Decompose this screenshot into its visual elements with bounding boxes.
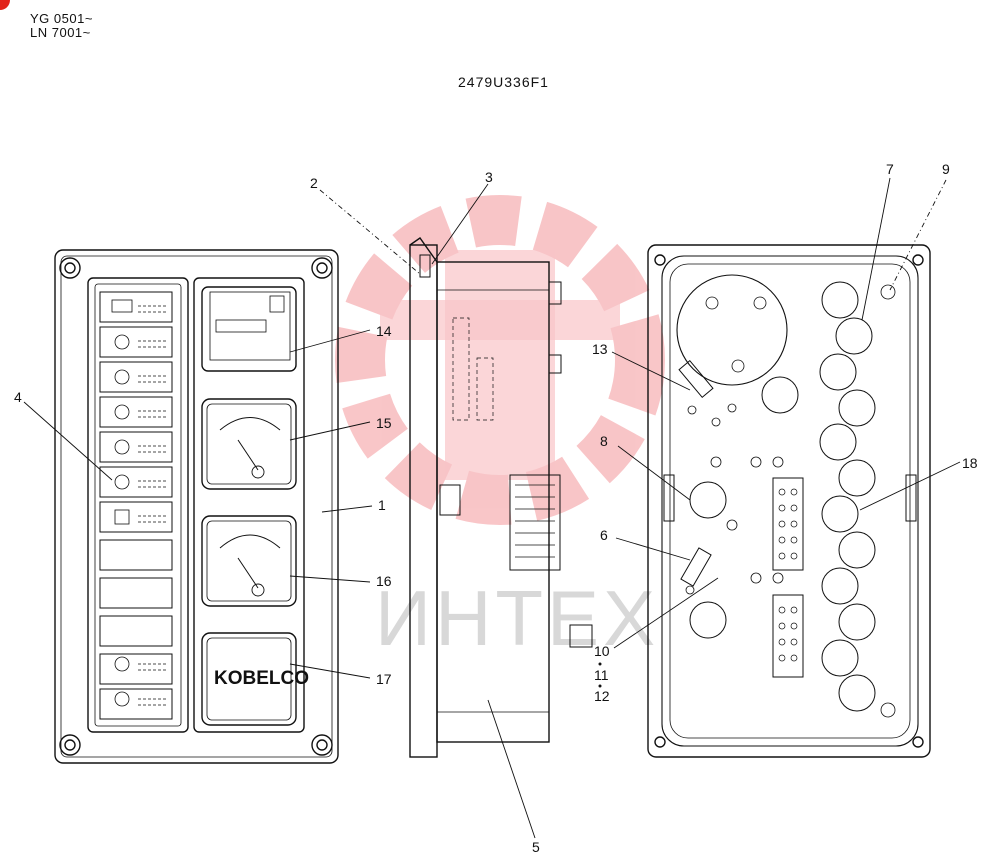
callout-3: 3	[485, 169, 493, 185]
callout-4: 4	[14, 389, 22, 405]
drawing-code: 2479U336F1	[458, 74, 549, 90]
kobelco-logo: KOBELCO	[214, 668, 309, 689]
callout-5: 5	[532, 839, 540, 855]
serial-range-2: LN 7001~	[30, 25, 91, 40]
callout-labels: 1 2 3 4 5 6 7 8 9 10 11 12 13 14 15 16 1…	[14, 161, 978, 855]
callout-16: 16	[376, 573, 392, 589]
callout-dot-2	[598, 684, 602, 688]
callout-dot-1	[598, 662, 602, 666]
callout-14: 14	[376, 323, 392, 339]
callout-7: 7	[886, 161, 894, 177]
side-view-housing	[409, 237, 593, 758]
front-panel	[54, 249, 339, 764]
red-corner-badge	[0, 0, 10, 10]
rear-view-housing	[647, 244, 931, 758]
callout-2: 2	[310, 175, 318, 191]
callout-6: 6	[600, 527, 608, 543]
callout-11: 11	[594, 667, 609, 683]
callout-10: 10	[594, 643, 610, 659]
leader-lines	[23, 177, 961, 839]
callout-12: 12	[594, 688, 610, 704]
callout-1: 1	[378, 497, 386, 513]
callout-9: 9	[942, 161, 950, 177]
serial-range-1: YG 0501~	[30, 11, 93, 26]
callout-15: 15	[376, 415, 392, 431]
callout-13: 13	[592, 341, 608, 357]
watermark-gear-logo	[335, 195, 665, 525]
callout-17: 17	[376, 671, 392, 687]
callout-8: 8	[600, 433, 608, 449]
watermark-text: ИНТЕХ	[375, 574, 659, 662]
callout-18: 18	[962, 455, 978, 471]
